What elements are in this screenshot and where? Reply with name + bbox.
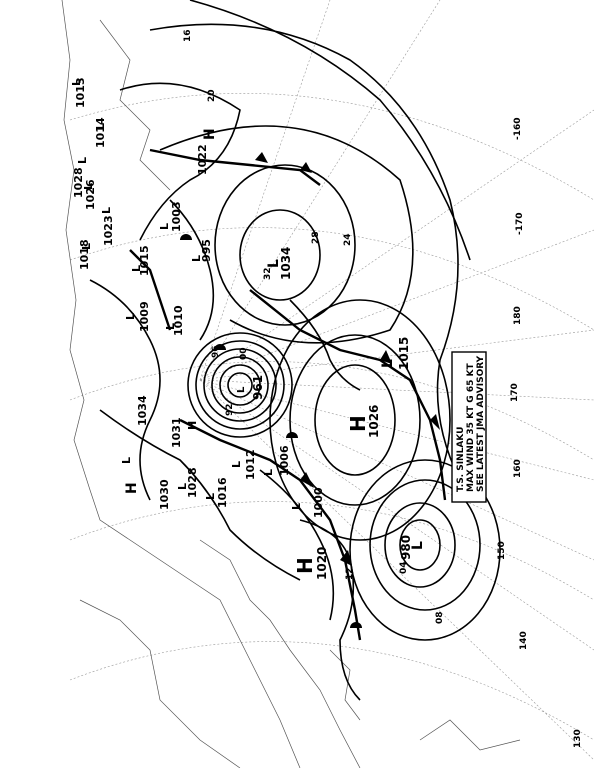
longitude-labels: 130 140 150 160 170 180 -170 -160 [497, 117, 583, 748]
pressure-center-letter: L [80, 243, 93, 250]
lon-label-m160: -160 [513, 117, 523, 140]
isobar-label: 96 [211, 345, 221, 358]
isobars [89, 0, 501, 701]
isobar-label: 32 [263, 267, 273, 280]
lon-label-180: 180 [513, 306, 523, 325]
isobar-label: 08 [435, 611, 445, 624]
pressure-center-value: 1013 [74, 77, 87, 108]
pressure-center-letter: L [190, 255, 203, 262]
lon-label-140: 140 [519, 631, 529, 650]
pressure-center-letter: L [76, 157, 89, 164]
advisory-box [451, 351, 487, 503]
pressure-center-letter: H [186, 421, 199, 430]
lon-label-170: 170 [510, 383, 520, 402]
isobar-label: 00 [239, 347, 249, 360]
pressure-center-letter: L [100, 207, 113, 214]
pressure-center-letter: L [120, 457, 133, 464]
pressure-center-value: 980 [399, 535, 413, 560]
fronts [129, 148, 447, 641]
pressure-center-letter: L [94, 123, 107, 130]
pressure-center-letter: L [158, 223, 171, 230]
lon-label-130: 130 [573, 729, 583, 748]
isobar-label: 92 [225, 403, 235, 416]
pressure-center-value: 1023 [102, 215, 115, 246]
lon-label-150: 150 [497, 541, 507, 560]
pressure-center-letter: L [204, 493, 217, 500]
pressure-centers: H 1026 H 1020 L 1034 L 1015 L 980 L 961 … [70, 77, 426, 580]
pressure-center-letter: L [130, 265, 143, 272]
advisory-line-1: T.S. SINLAKU [456, 427, 466, 492]
pressure-center-letter: L [70, 79, 83, 86]
pressure-center-letter: H [293, 557, 317, 574]
pressure-center-value: 1016 [216, 477, 229, 508]
pressure-center-value: 1012 [244, 449, 257, 480]
pressure-center-value: 1010 [172, 305, 185, 336]
pressure-center-value: 1009 [138, 301, 151, 332]
pressure-center-letter: H [124, 482, 140, 494]
pressure-center-letter: L [164, 323, 177, 330]
lon-label-m170: -170 [515, 212, 525, 235]
pressure-center-letter: L [230, 461, 243, 468]
pressure-center-letter: L [124, 313, 137, 320]
pressure-center-value: 1015 [397, 337, 411, 370]
pressure-center-letter: H [202, 128, 218, 140]
isobar-label: 28 [311, 231, 321, 244]
lon-label-160: 160 [513, 459, 523, 478]
pressure-center-value: 1018 [78, 239, 91, 270]
pressure-center-value: 1022 [196, 144, 209, 175]
pressure-center-value: 1030 [158, 479, 171, 510]
pressure-center-value: 1031 [170, 417, 183, 448]
pressure-center-value: 1028 [72, 167, 85, 198]
pressure-center-letter: L [290, 503, 303, 510]
pressure-center-letter: L [266, 259, 282, 268]
pressure-center-value: 1020 [315, 547, 329, 580]
pressure-center-value: 1028 [186, 467, 199, 498]
isobar-label: 16 [183, 29, 193, 42]
advisory-line-3: SEE LATEST JMA ADVISORY [476, 355, 486, 492]
pressure-center-value: 1034 [279, 247, 293, 280]
coastlines [61, 0, 521, 768]
isobar-label: 24 [343, 233, 353, 246]
pressure-center-value: 1000 [312, 487, 325, 518]
pressure-center-letter: L [262, 469, 275, 476]
pressure-center-letter: L [82, 183, 95, 190]
isobar-label: 20 [207, 89, 217, 102]
pressure-center-value: 1015 [138, 245, 151, 276]
tropical-storm-advisory: T.S. SINLAKU MAX WIND 35 KT G 65 KT SEE … [451, 351, 487, 503]
pressure-center-value: 961 [251, 375, 265, 400]
pressure-center-letter: L [410, 541, 426, 550]
isobar-label: 04 [399, 561, 409, 574]
pressure-center-value: 1014 [94, 117, 107, 148]
pressure-center-letter: L [380, 359, 396, 368]
pressure-center-value: 1034 [136, 395, 149, 426]
pressure-center-letter: L [176, 483, 189, 490]
isobar-labels: 16 20 24 28 12 08 04 00 96 92 32 [183, 29, 445, 624]
isobar-label: 12 [345, 567, 355, 580]
advisory-line-2: MAX WIND 35 KT G 65 KT [466, 363, 476, 492]
pressure-center-value: 1026 [84, 179, 97, 210]
pressure-center-letter: H [346, 415, 370, 432]
latitude-grid [69, 93, 594, 741]
pressure-center-value: 995 [200, 239, 213, 262]
pressure-center-letter: L [236, 386, 247, 393]
pressure-center-value: 1026 [367, 405, 381, 438]
pressure-center-value: 1006 [278, 445, 291, 476]
pressure-center-value: 1003 [170, 201, 183, 232]
